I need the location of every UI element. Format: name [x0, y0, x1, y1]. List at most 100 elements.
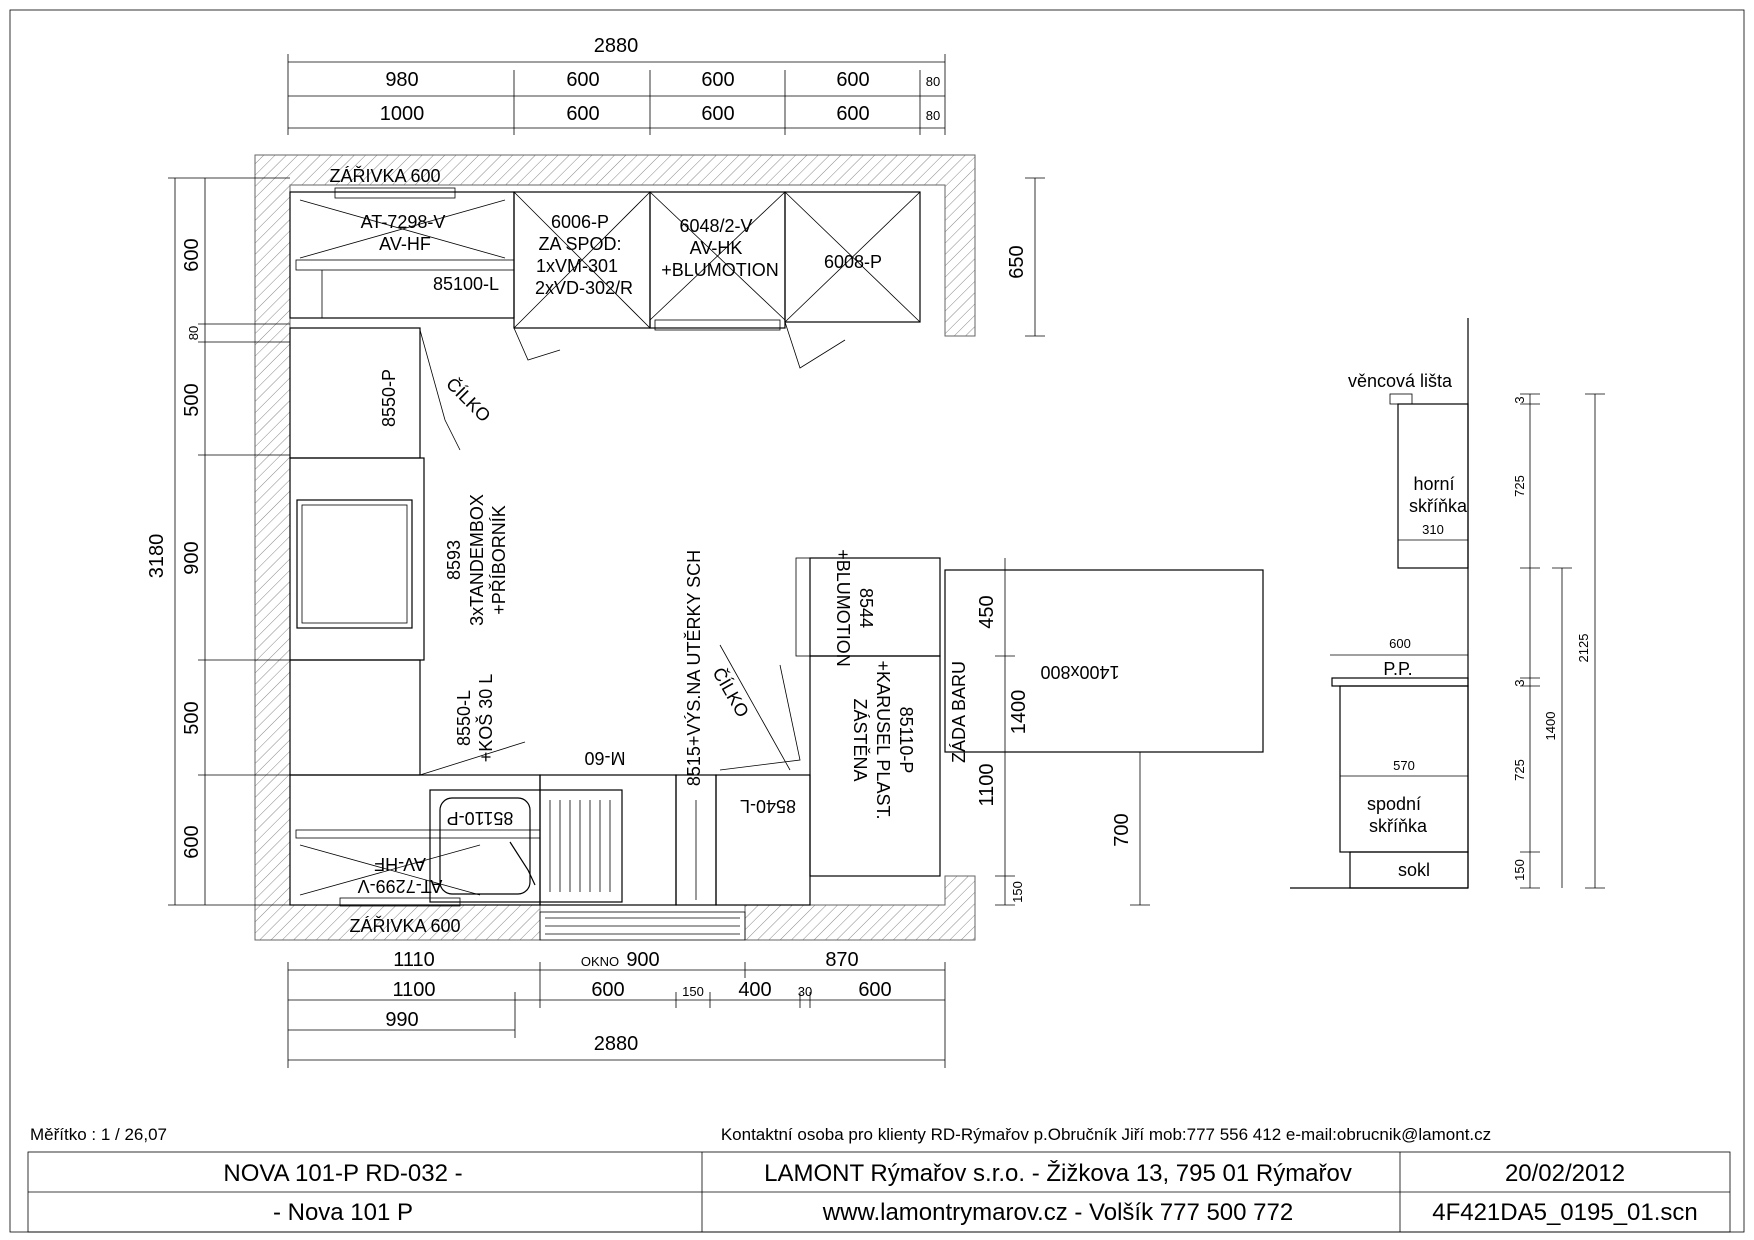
peninsula: 8544 +BLUMOTION 85110-P +KARUSEL PLAST. … — [795, 549, 1264, 906]
dim-bottom-870: 870 — [825, 949, 858, 971]
cabinet-85110-sub2: ZÁSTĚNA — [850, 698, 870, 781]
cabinet-6006-sub1: ZA SPOD: — [538, 234, 621, 254]
cabinet-8540l-label: 8540-L — [740, 796, 796, 816]
dim-top-1: 980 — [385, 69, 418, 91]
cabinet-at7299-sub: AV-HF — [374, 854, 426, 874]
section-upper-label1: horní — [1413, 474, 1454, 494]
left-dimensions: 3180 600 80 500 900 500 600 — [146, 177, 290, 906]
project-name: NOVA 101-P RD-032 - — [223, 1160, 462, 1187]
dim-bottom2-1100: 1100 — [392, 979, 435, 1001]
file-name: 4F421DA5_0195_01.scn — [1432, 1199, 1698, 1226]
section-pp-label: P.P. — [1383, 659, 1412, 679]
section-lower-label1: spodní — [1367, 794, 1421, 814]
cabinet-at7299-label: AT-7299-V — [358, 876, 443, 896]
dim-bar-1400: 1400 — [1008, 690, 1030, 735]
dim-left-2: 80 — [186, 326, 201, 340]
dim-top2-2: 600 — [566, 103, 599, 125]
section-upper-label2: skříňka — [1409, 496, 1468, 516]
dim-bar-450: 450 — [976, 595, 998, 628]
section-vencova-label: věncová lišta — [1348, 371, 1453, 391]
section-sokl-label: sokl — [1398, 860, 1430, 880]
bar-back-label: ZÁDA BARU — [949, 661, 969, 763]
window-label: OKNO — [581, 954, 619, 969]
dim-bottom3-990: 990 — [385, 1009, 418, 1031]
dim-top-2: 600 — [566, 69, 599, 91]
drawing-date: 20/02/2012 — [1505, 1160, 1625, 1187]
m60-label: M-60 — [584, 748, 625, 768]
section-dim-310: 310 — [1422, 522, 1444, 537]
section-dim-600: 600 — [1389, 636, 1411, 651]
dim-top2-4: 600 — [836, 103, 869, 125]
zarivka-top-label: ZÁŘIVKA 600 — [329, 166, 440, 186]
section-dim-3b: 3 — [1512, 679, 1527, 686]
section-dim-150: 150 — [1512, 859, 1527, 881]
zarivka-bottom-label: ZÁŘIVKA 600 — [349, 916, 460, 936]
title-block: Měřítko : 1 / 26,07 Kontaktní osoba pro … — [27, 1125, 1731, 1233]
dim-right-650: 650 — [1006, 245, 1028, 278]
cabinet-6048-sub1: AV-HK — [690, 238, 743, 258]
dim-bar-700: 700 — [1111, 813, 1133, 846]
top-dimensions: 2880 980 600 600 600 80 1000 600 600 600… — [287, 35, 946, 135]
cilko-bottom-label: ČÍLKO — [709, 664, 754, 721]
cabinet-8593-label: 8593 — [444, 540, 464, 580]
dim-left-5: 500 — [181, 701, 203, 734]
section-dim-725b: 725 — [1512, 759, 1527, 781]
dim-left-4: 900 — [181, 541, 203, 574]
cabinet-85100-label: 85100-L — [433, 274, 499, 294]
section-dim-2125: 2125 — [1576, 634, 1591, 663]
dim-bottom2-600: 600 — [591, 979, 624, 1001]
cabinet-6006-label: 6006-P — [551, 212, 609, 232]
right-dimension-650: 650 — [1006, 177, 1045, 337]
model-name: - Nova 101 P — [273, 1199, 413, 1226]
dim-left-total: 3180 — [146, 534, 168, 579]
sink-85110p-label: 85110-P — [447, 808, 514, 828]
cabinet-6006-sub2: 1xVM-301 — [536, 256, 618, 276]
scale-label: Měřítko : 1 / 26,07 — [30, 1125, 167, 1144]
company-info: LAMONT Rýmařov s.r.o. - Žižkova 13, 795 … — [764, 1160, 1352, 1187]
dim-bottom-total: 2880 — [594, 1033, 639, 1055]
cabinet-8544-label: 8544 — [856, 588, 876, 628]
cabinet-6048-label: 6048/2-V — [679, 216, 752, 236]
cabinet-8550p-label: 8550-P — [379, 369, 399, 427]
dim-bar-150: 150 — [1010, 881, 1025, 903]
dim-top2-5: 80 — [926, 108, 940, 123]
cabinet-6048-sub2: +BLUMOTION — [661, 260, 779, 280]
website-contact: www.lamontrymarov.cz - Volšík 777 500 77… — [822, 1199, 1293, 1226]
dim-top2-1: 1000 — [380, 103, 425, 125]
cabinet-8593-sub2: +PŘÍBORNÍK — [489, 505, 509, 615]
dim-left-6: 600 — [181, 825, 203, 858]
dim-top-5: 80 — [926, 74, 940, 89]
section-dim-3a: 3 — [1512, 396, 1527, 403]
dim-bottom2-30: 30 — [798, 984, 812, 999]
cabinet-8515-label: 8515+VÝS.NA UTĚRKY SCH — [684, 550, 704, 786]
bottom-dimensions: 1110 OKNO 900 870 1100 600 150 400 30 60… — [287, 949, 946, 1068]
section-dim-725a: 725 — [1512, 475, 1527, 497]
dim-bar-1100: 1100 — [976, 763, 998, 806]
top-cabinet-row: ZÁŘIVKA 600 AT-7298-V AV-HF 85100-L 6006… — [289, 166, 921, 369]
dim-left-1: 600 — [181, 238, 203, 271]
dim-left-3: 500 — [181, 383, 203, 416]
cabinet-6006-sub3: 2xVD-302/R — [535, 278, 633, 298]
dim-bottom-1110: 1110 — [393, 949, 435, 971]
dim-top-4: 600 — [836, 69, 869, 91]
section-lower-label2: skříňka — [1369, 816, 1428, 836]
cabinet-85110-sub1: +KARUSEL PLAST. — [873, 661, 893, 820]
cabinet-8593-sub1: 3xTANDEMBOX — [467, 494, 487, 626]
cabinet-8544-sub: +BLUMOTION — [833, 549, 853, 667]
dim-bottom2-600b: 600 — [858, 979, 891, 1001]
bar-size-label: 1400x800 — [1040, 662, 1119, 682]
cabinet-6008-label: 6008-P — [824, 252, 882, 272]
bottom-cabinet-run: AT-7299-V AV-HF ZÁŘIVKA 600 85110-P M-60… — [289, 550, 811, 936]
cabinet-85110-label: 85110-P — [896, 707, 916, 774]
window — [539, 911, 746, 941]
dim-bottom-900: 900 — [626, 949, 659, 971]
dim-top-3: 600 — [701, 69, 734, 91]
left-cabinet-run: 8550-P ČÍLKO 8593 3xTANDEMBOX +PŘÍBORNÍK… — [289, 327, 526, 776]
dim-top2-3: 600 — [701, 103, 734, 125]
section-dim-1400: 1400 — [1543, 712, 1558, 741]
contact-line: Kontaktní osoba pro klienty RD-Rýmařov p… — [721, 1125, 1491, 1144]
dim-bottom2-400: 400 — [738, 979, 771, 1001]
cabinet-8550l-label: 8550-L — [454, 690, 474, 746]
cabinet-8550l-sub: +KOŠ 30 L — [475, 674, 496, 763]
